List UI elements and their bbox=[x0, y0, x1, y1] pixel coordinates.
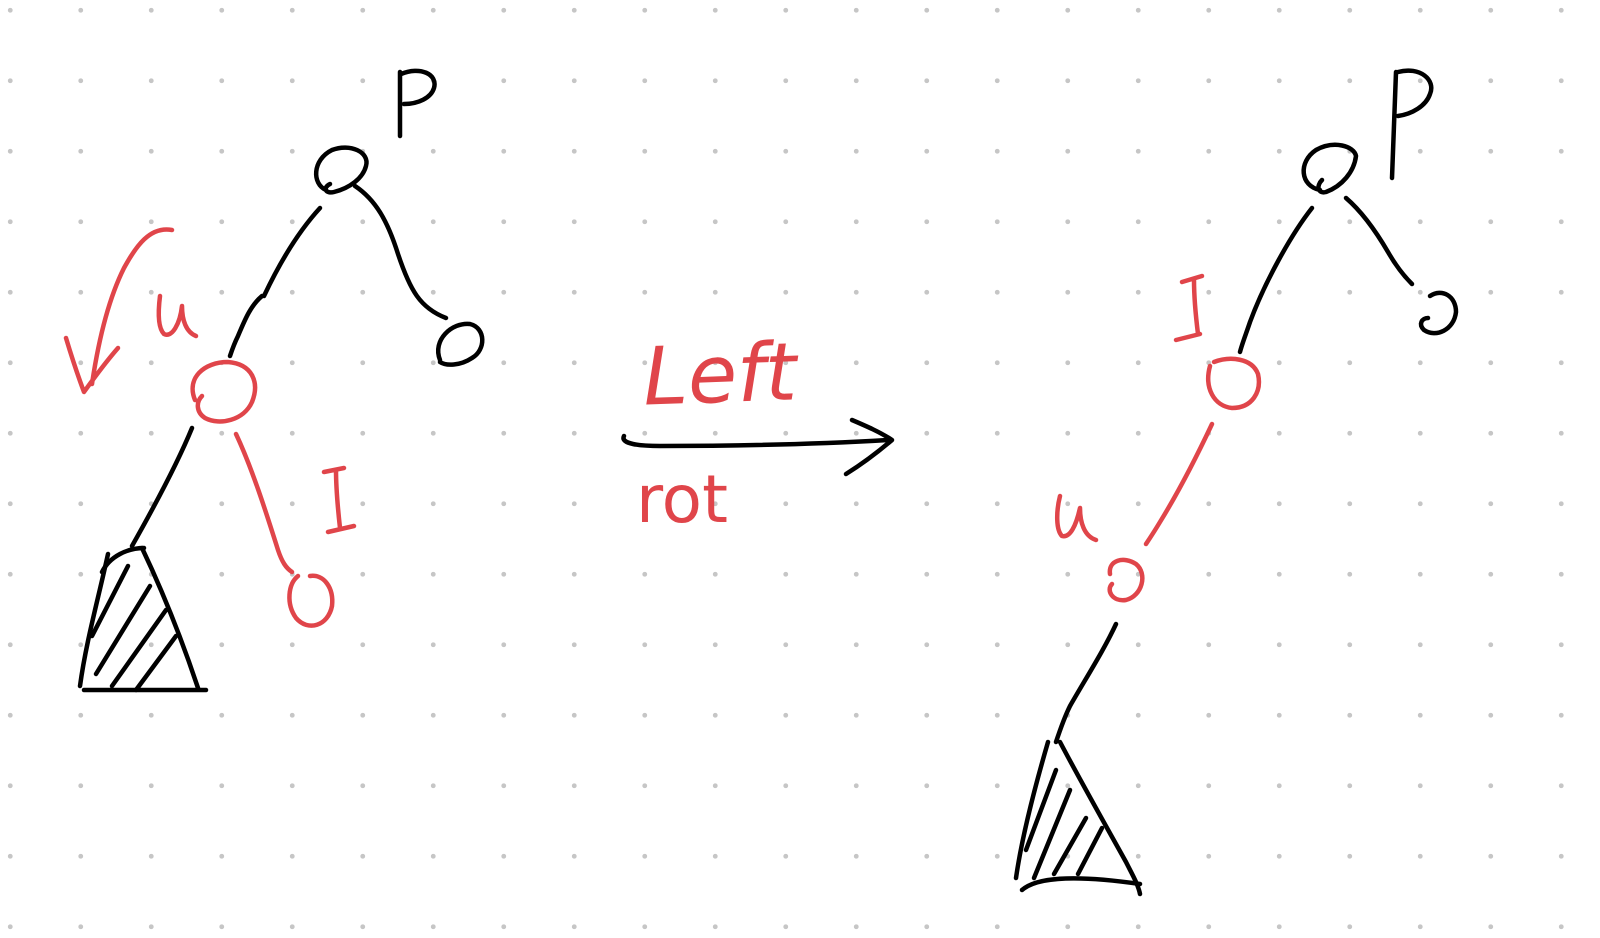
before-edge-parent-to-right bbox=[352, 183, 449, 321]
after-parent-label-glyph bbox=[1389, 68, 1434, 181]
before-parent-node bbox=[314, 145, 369, 195]
after-i-node bbox=[1206, 356, 1262, 411]
after-edge-parent-to-right bbox=[1343, 195, 1415, 287]
after-i-label-glyph bbox=[1173, 273, 1205, 343]
before-parent-label-glyph bbox=[397, 68, 437, 139]
before-edge-u-to-subtree bbox=[129, 425, 195, 549]
after-u-node bbox=[1107, 557, 1145, 603]
before-u-label-glyph bbox=[156, 293, 199, 339]
after-edge-parent-to-i bbox=[1237, 205, 1315, 355]
before-i-node bbox=[287, 573, 335, 628]
after-right-child-node bbox=[1418, 290, 1459, 336]
transition-label-rot: rot bbox=[636, 461, 728, 538]
transition-arrow-shaft bbox=[621, 433, 891, 449]
before-u-node bbox=[190, 359, 258, 424]
after-tree bbox=[1013, 68, 1459, 897]
rotation-transition: Left rot bbox=[621, 325, 895, 538]
after-edge-u-to-subtree bbox=[1053, 621, 1119, 745]
before-edge-parent-to-u bbox=[227, 205, 323, 359]
before-right-child-node bbox=[436, 321, 485, 367]
transition-arrow-head-icon bbox=[843, 417, 895, 477]
before-i-label-glyph bbox=[321, 465, 357, 535]
rotation-arrow-icon bbox=[63, 227, 175, 395]
before-subtree-triangle bbox=[77, 545, 209, 693]
before-edge-u-to-i bbox=[233, 431, 295, 575]
after-parent-node bbox=[1301, 142, 1359, 195]
after-u-label-glyph bbox=[1055, 493, 1099, 543]
after-subtree-triangle bbox=[1013, 739, 1143, 897]
before-tree bbox=[63, 68, 485, 693]
transition-label-left: Left bbox=[642, 325, 801, 423]
after-edge-i-to-u bbox=[1143, 421, 1215, 547]
